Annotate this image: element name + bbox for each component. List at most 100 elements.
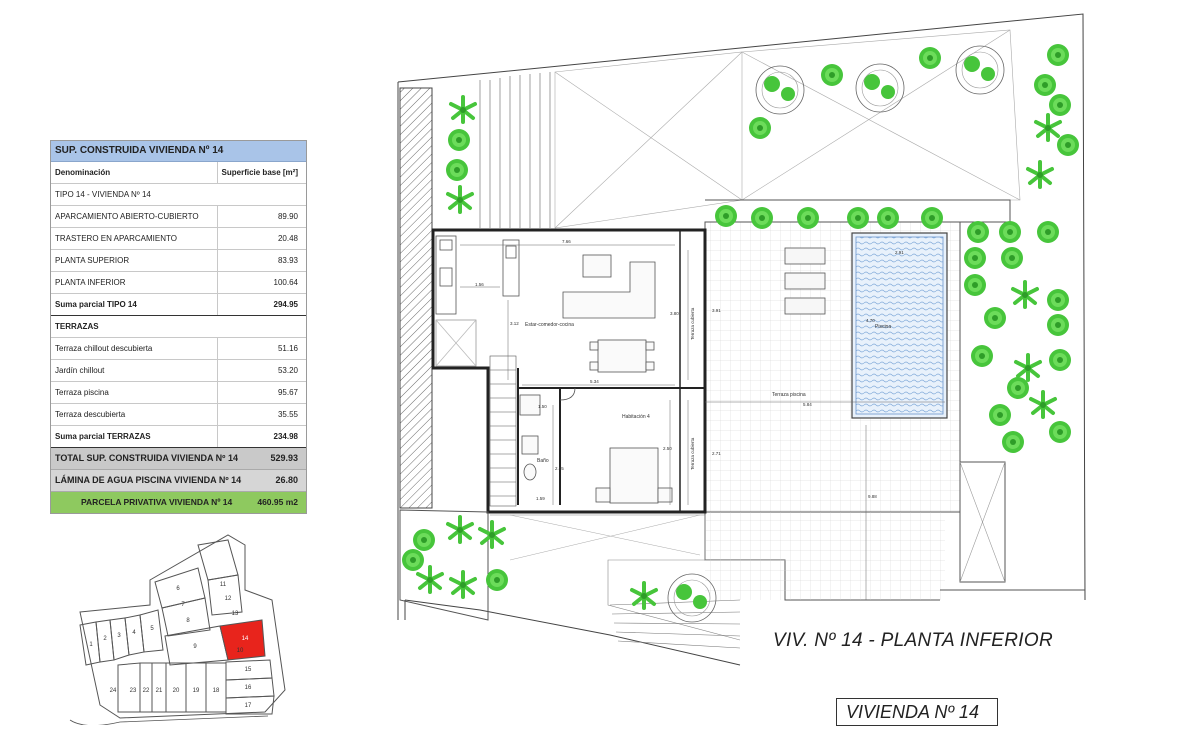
svg-text:14: 14 — [242, 636, 249, 642]
floor-plan: Piscina 2.91 4.70 — [397, 13, 1086, 666]
house-walls — [431, 228, 707, 514]
svg-text:17: 17 — [245, 703, 252, 709]
svg-text:2.71: 2.71 — [712, 451, 721, 456]
svg-text:3.80: 3.80 — [670, 311, 679, 316]
parcel-row: PARCELA PRIVATIVA VIVIENDA Nº 14 460.95 … — [51, 492, 306, 513]
row-value: 20.48 — [277, 234, 298, 243]
terrace-covered-label-1: Terraza cubierta — [690, 307, 695, 340]
svg-text:2: 2 — [103, 636, 107, 642]
plan-title: VIV. Nº 14 - PLANTA INFERIOR — [773, 630, 1053, 651]
plot-boundary — [397, 13, 1086, 666]
access-ramp — [479, 72, 551, 228]
group-label: TERRAZAS — [55, 322, 99, 331]
svg-text:7: 7 — [181, 602, 185, 608]
row-name: TRASTERO EN APARCAMIENTO — [55, 234, 177, 243]
right-yard — [959, 461, 1006, 583]
svg-text:1.56: 1.56 — [475, 282, 484, 287]
table-row: TRASTERO EN APARCAMIENTO 20.48 — [51, 228, 306, 250]
total-row: TOTAL SUP. CONSTRUIDA VIVIENDA Nº 14 529… — [51, 448, 306, 470]
svg-text:5: 5 — [150, 626, 154, 632]
group-row: TERRAZAS — [51, 316, 306, 338]
table-row: Terraza descubierta 35.55 — [51, 404, 306, 426]
row-value: 100.64 — [273, 278, 298, 287]
bathroom-fixtures — [519, 394, 541, 481]
lower-garden — [399, 509, 489, 621]
svg-text:9.88: 9.88 — [868, 494, 877, 499]
parcel-name: PARCELA PRIVATIVA VIVIENDA Nº 14 — [81, 497, 233, 507]
row-name: APARCAMIENTO ABIERTO-CUBIERTO — [55, 212, 199, 221]
sun-loungers — [784, 247, 826, 315]
svg-text:7.66: 7.66 — [562, 239, 571, 244]
total-name: TOTAL SUP. CONSTRUIDA VIVIENDA Nº 14 — [55, 453, 238, 463]
svg-text:3: 3 — [117, 633, 121, 639]
subtotal-row: Suma parcial TIPO 14 294.95 — [51, 294, 306, 316]
row-value: 53.20 — [277, 366, 298, 375]
unit-title-frame — [836, 698, 998, 726]
terrace-covered-label-2: Terraza cubierta — [690, 437, 695, 470]
interior-stair — [489, 355, 517, 507]
svg-text:10: 10 — [237, 648, 244, 654]
svg-text:23: 23 — [130, 688, 137, 694]
svg-text:18: 18 — [213, 688, 220, 694]
col-value-header: Superficie base [m²] — [221, 168, 298, 177]
bedroom-furniture — [559, 387, 673, 504]
dimension-lines — [460, 244, 945, 600]
svg-text:20: 20 — [173, 688, 180, 694]
svg-text:24: 24 — [110, 688, 117, 694]
room-living-label: Estar-comedor-cocina — [525, 322, 574, 328]
pool-value: 26.80 — [275, 475, 298, 485]
svg-text:16: 16 — [245, 685, 252, 691]
row-name: Terraza chillout descubierta — [55, 344, 153, 353]
pool-label: Piscina — [875, 324, 891, 330]
row-value: 35.55 — [277, 410, 298, 419]
row-name: Terraza descubierta — [55, 410, 126, 419]
lot-numbers: 1 2 3 4 5 6 7 8 9 10 11 12 13 14 15 16 1… — [89, 582, 252, 709]
site-key-map: 1 2 3 4 5 6 7 8 9 10 11 12 13 14 15 16 1… — [69, 534, 286, 725]
svg-text:21: 21 — [156, 688, 163, 694]
living-furniture — [562, 254, 656, 373]
svg-text:8: 8 — [186, 618, 190, 624]
svg-text:1: 1 — [89, 642, 93, 648]
row-value: 89.90 — [277, 212, 298, 221]
subtotal-value: 234.98 — [273, 432, 298, 441]
svg-text:3.12: 3.12 — [510, 321, 519, 326]
lot-13-block — [197, 539, 239, 581]
room-bedroom-label: Habitación 4 — [622, 414, 650, 420]
svg-text:3.91: 3.91 — [712, 308, 721, 313]
table-header-row: Denominación Superficie base [m²] — [51, 162, 306, 184]
terrace-label: Terraza piscina — [772, 392, 806, 398]
svg-text:11: 11 — [220, 582, 227, 588]
svg-text:13: 13 — [232, 611, 239, 617]
table-title: SUP. CONSTRUIDA VIVIENDA Nº 14 — [51, 141, 306, 162]
row-value: 83.93 — [277, 256, 298, 265]
group-label: TIPO 14 - VIVIENDA Nº 14 — [55, 190, 151, 199]
dimension-texts: 7.66 1.56 3.12 3.80 5.34 1.50 2.05 2.50 … — [475, 239, 877, 501]
subtotal-row: Suma parcial TERRAZAS 234.98 — [51, 426, 306, 448]
pool-row: LÁMINA DE AGUA PISCINA VIVIENDA Nº 14 26… — [51, 470, 306, 492]
svg-text:5.84: 5.84 — [803, 402, 812, 407]
table-row: Terraza piscina 95.67 — [51, 382, 306, 404]
lower-stair — [609, 599, 741, 649]
total-value: 529.93 — [270, 453, 298, 463]
parcel-value: 460.95 m2 — [257, 497, 298, 507]
svg-text:6: 6 — [176, 586, 180, 592]
row-name: PLANTA INFERIOR — [55, 278, 126, 287]
table-row: Jardín chillout 53.20 — [51, 360, 306, 382]
row-value: 51.16 — [277, 344, 298, 353]
svg-text:5.34: 5.34 — [590, 379, 599, 384]
row-name: Jardín chillout — [55, 366, 105, 375]
svg-text:2.05: 2.05 — [555, 466, 564, 471]
subtotal-name: Suma parcial TIPO 14 — [55, 300, 137, 309]
unit-title: VIVIENDA Nº 14 — [846, 702, 979, 722]
table-row: PLANTA INFERIOR 100.64 — [51, 272, 306, 294]
svg-text:1.59: 1.59 — [536, 496, 545, 501]
svg-text:12: 12 — [225, 596, 232, 602]
room-bath-label: Baño — [537, 458, 549, 464]
table-row: APARCAMIENTO ABIERTO-CUBIERTO 89.90 — [51, 206, 306, 228]
svg-text:4: 4 — [132, 630, 136, 636]
row-name: Terraza piscina — [55, 388, 109, 397]
subtotal-name: Suma parcial TERRAZAS — [55, 432, 151, 441]
dim-pool-width: 2.91 — [895, 250, 904, 255]
kitchen — [435, 235, 520, 367]
svg-text:9: 9 — [193, 644, 197, 650]
